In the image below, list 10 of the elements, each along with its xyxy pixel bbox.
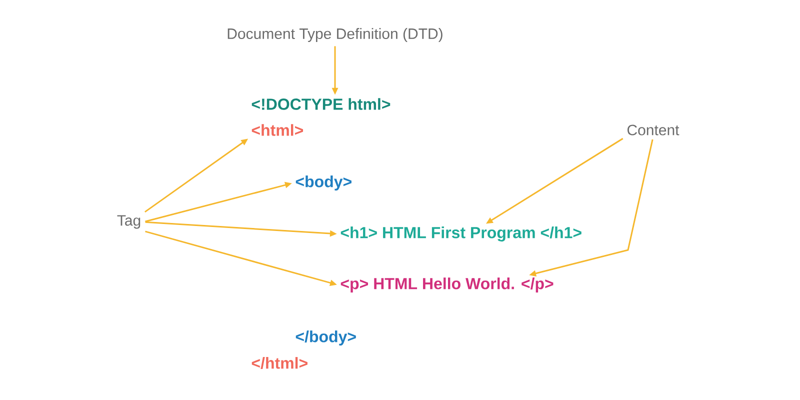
code-line: <h1> HTML First Program </h1>	[340, 226, 582, 242]
code-line: </body>	[296, 330, 356, 346]
code-line: <body>	[296, 176, 352, 190]
annotation-label: Content	[628, 124, 680, 136]
annotation-label: Document Type Definition (DTD)	[228, 28, 442, 42]
code-line: </html>	[252, 357, 308, 369]
code-line: <!DOCTYPE html>	[252, 98, 390, 110]
code-line: <p> HTML Hello World. </p>	[340, 278, 554, 292]
annotation-label: Tag	[117, 215, 140, 229]
code-line: <html>	[252, 124, 304, 136]
